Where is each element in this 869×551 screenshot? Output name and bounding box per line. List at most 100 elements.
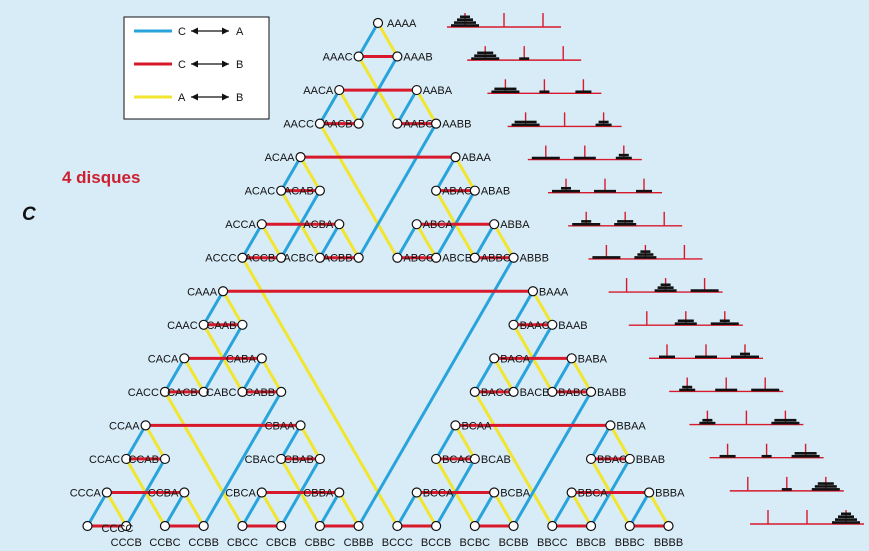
node-bcbb xyxy=(508,520,519,532)
node-baac xyxy=(508,319,519,330)
node-label-baba: BABA xyxy=(578,353,608,365)
hanoi-disk-4 xyxy=(511,123,540,127)
legend-to: B xyxy=(236,92,243,104)
edge-bacc-bbcc xyxy=(473,391,554,527)
hanoi-disk-4 xyxy=(552,189,580,193)
node-ccab xyxy=(159,453,171,465)
hanoi-disk-3 xyxy=(594,189,616,193)
node-label-abaa: ABAA xyxy=(461,152,491,164)
hanoi-disk-2 xyxy=(595,123,612,127)
node-aabc xyxy=(392,118,403,129)
edge-baaa-baab xyxy=(531,290,554,326)
node-label-baac: BAAC xyxy=(520,320,550,332)
node-label-aaab: AAAB xyxy=(403,52,432,64)
hanoi-disk-1 xyxy=(682,385,693,389)
edge-ccba-ccbb xyxy=(183,491,205,527)
node-caab xyxy=(237,319,248,330)
hanoi-disk-4 xyxy=(731,355,759,359)
edge-ccaa-ccac xyxy=(124,424,147,460)
node-cabb xyxy=(276,386,287,397)
node-ccba xyxy=(179,487,190,498)
hanoi-state-abbb xyxy=(588,244,703,260)
legend-from: C xyxy=(178,59,186,71)
node-label-aabb: AABB xyxy=(442,119,471,131)
hanoi-disk-3 xyxy=(695,355,717,359)
edge-abca-abcb xyxy=(415,223,438,259)
node-label-ccbc: CCBC xyxy=(149,537,180,549)
edge-acba-acbb xyxy=(337,223,360,259)
node-label-bccc: BCCC xyxy=(382,537,413,549)
hanoi-disk-4 xyxy=(572,223,601,226)
node-acca xyxy=(256,219,267,230)
node-caac xyxy=(198,319,209,330)
node-label-bbac: BBAC xyxy=(597,454,627,466)
hanoi-disk-3 xyxy=(774,418,797,422)
hanoi-disk-1 xyxy=(841,512,851,516)
hanoi-disk-3 xyxy=(674,322,697,325)
hanoi-state-cbbc xyxy=(628,311,743,326)
hanoi-disk-2 xyxy=(636,189,652,193)
edge-bcaa-bcab xyxy=(454,424,477,460)
node-bcaa xyxy=(450,420,461,431)
hanoi-disk-4 xyxy=(751,388,780,392)
edge-bcca-bccb xyxy=(415,491,438,527)
node-label-ccab: CCAB xyxy=(128,454,159,466)
node-babb xyxy=(585,386,597,397)
node-label-acca: ACCA xyxy=(225,219,256,231)
node-ccca xyxy=(101,487,112,498)
node-bccb xyxy=(431,520,442,532)
edge-bbca-bbcb xyxy=(570,491,593,527)
node-label-ccba: CCBA xyxy=(148,487,179,499)
node-label-aacc: AACC xyxy=(283,119,314,131)
hanoi-state-abba xyxy=(568,211,683,227)
node-label-acac: ACAC xyxy=(245,186,276,198)
node-label-caca: CACA xyxy=(148,353,179,365)
hanoi-disk-4 xyxy=(531,156,560,160)
hanoi-disk-3 xyxy=(514,120,537,124)
node-label-bcbb: BCBB xyxy=(499,537,529,549)
node-cccc xyxy=(82,520,93,532)
node-acba xyxy=(334,219,345,230)
node-label-caaa: CAAA xyxy=(187,286,218,298)
node-cbba xyxy=(334,487,345,498)
edge-bbca-bbcc xyxy=(551,491,573,527)
hanoi-disk-1 xyxy=(640,250,651,253)
node-label-abab: ABAB xyxy=(481,186,510,198)
node-aaaa xyxy=(372,17,384,29)
hanoi-disk-2 xyxy=(575,90,592,94)
node-abcb xyxy=(431,252,442,263)
edge-aaaa-aaac xyxy=(357,22,380,58)
legend-arrowhead xyxy=(191,27,198,35)
node-bacc xyxy=(469,386,480,397)
node-label-bacb: BACB xyxy=(520,387,550,399)
node-label-abcc: ABCC xyxy=(403,253,434,265)
edge-bcba-bcbb xyxy=(492,491,515,527)
edge-ccba-ccbc xyxy=(163,491,186,527)
node-cbcc xyxy=(237,520,248,532)
node-label-caba: CABA xyxy=(226,353,257,365)
node-bbab xyxy=(624,453,635,465)
node-bbaa xyxy=(605,420,616,431)
legend-arrowhead xyxy=(222,60,229,68)
page-title: 4 disques xyxy=(62,168,140,187)
hanoi-state-aacc xyxy=(507,112,622,128)
node-label-ccca: CCCA xyxy=(70,487,102,499)
node-baba xyxy=(566,353,577,364)
node-label-cacc: CACC xyxy=(128,387,159,399)
node-label-accc: ACCC xyxy=(205,253,236,265)
hanoi-disk-3 xyxy=(835,518,857,521)
node-label-cbbc: CBBC xyxy=(305,537,336,549)
edge-ccca-cccb xyxy=(105,491,128,527)
edge-cbca-cbcc xyxy=(241,491,264,527)
node-bbcb xyxy=(585,520,597,532)
node-cacc xyxy=(159,386,171,397)
node-label-cabb: CABB xyxy=(245,387,275,399)
node-bcac xyxy=(431,453,442,465)
edge-acca-accc xyxy=(241,223,264,259)
hanoi-disk-3 xyxy=(494,87,517,91)
node-label-abba: ABBA xyxy=(500,219,530,231)
node-caaa xyxy=(217,286,229,297)
node-label-aabc: AABC xyxy=(403,119,433,131)
node-label-bbaa: BBAA xyxy=(616,420,646,432)
